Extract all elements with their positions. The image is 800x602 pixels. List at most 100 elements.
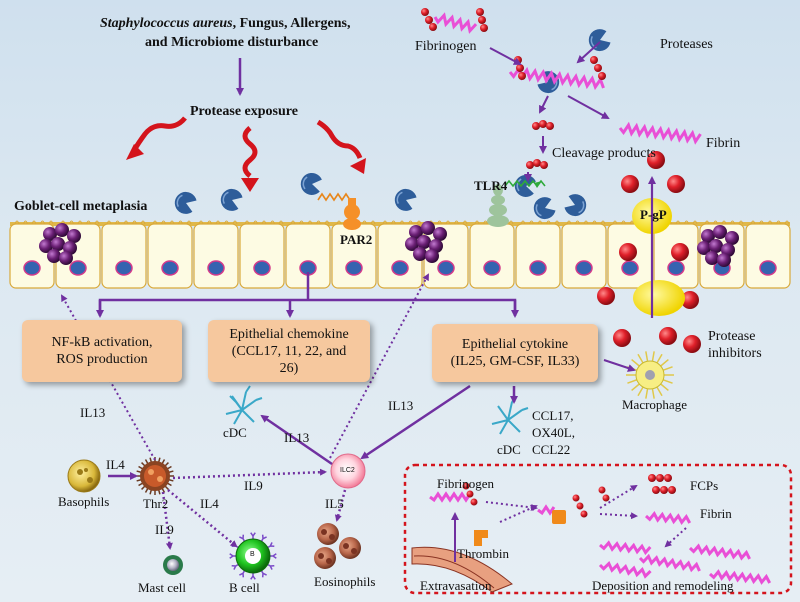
red-bead xyxy=(597,287,615,305)
cleavage-products-label: Cleavage products xyxy=(552,146,656,161)
protease-enzyme xyxy=(514,174,536,197)
red-bead xyxy=(540,161,548,169)
basophil-cell xyxy=(67,459,101,493)
goblet-granules-3 xyxy=(697,225,739,267)
epithelial-cell xyxy=(55,220,101,289)
eosinophils-label: Eosinophils xyxy=(314,574,376,589)
coagulation-panel xyxy=(403,463,793,595)
red-bead xyxy=(576,502,584,510)
protease-enzyme xyxy=(533,197,556,219)
protease-enzyme xyxy=(394,189,417,211)
red-bead xyxy=(580,510,588,518)
red-bead xyxy=(668,486,676,494)
il13-ilc2-cdc-label: IL13 xyxy=(284,430,310,445)
red-bead xyxy=(664,474,672,482)
red-bead xyxy=(476,8,484,16)
fibrin-chains xyxy=(429,12,772,585)
chemokine-line2: (CCL17, 11, 22, and xyxy=(231,343,347,359)
cdc-right-cell xyxy=(491,395,529,435)
red-bead xyxy=(539,120,547,128)
red-bead xyxy=(532,122,540,130)
nfkb-line1: NF-kB activation, xyxy=(51,335,153,350)
epithelial-cell xyxy=(147,220,193,289)
epithelial-layer xyxy=(9,220,791,289)
red-bead xyxy=(480,24,488,32)
red-bead xyxy=(681,291,699,309)
macrophage-cell xyxy=(603,351,674,399)
fibrin-chain xyxy=(429,491,472,503)
il5-label: IL5 xyxy=(325,496,344,511)
b-cell-label: B cell xyxy=(229,580,260,595)
red-bead xyxy=(533,159,541,167)
red-bead xyxy=(518,72,526,80)
red-bead xyxy=(667,175,685,193)
red-bead xyxy=(598,72,606,80)
red-bead xyxy=(602,494,610,502)
red-bead xyxy=(598,486,606,494)
cleavage-arrows xyxy=(489,41,610,182)
red-bead xyxy=(421,8,429,16)
ccl-line2: OX40L, xyxy=(532,425,575,440)
mast-cell-label: Mast cell xyxy=(138,580,187,595)
red-bead xyxy=(590,56,598,64)
protease-exposure-arrows xyxy=(126,58,366,192)
source-line-2: and Microbiome disturbance xyxy=(145,35,319,50)
ilc2-label: ILC2 xyxy=(340,467,355,474)
cdc-left-label: cDC xyxy=(223,425,247,440)
red-bead xyxy=(683,335,701,353)
basophils-label: Basophils xyxy=(58,494,110,509)
proteases-label: Proteases xyxy=(660,37,713,52)
thrombin-label: Thrombin xyxy=(457,546,509,561)
red-bead xyxy=(621,175,639,193)
il13-left-label: IL13 xyxy=(80,405,106,420)
red-bead xyxy=(671,243,689,261)
red-bead xyxy=(619,243,637,261)
cytokine-line1: Epithelial cytokine xyxy=(461,337,569,352)
red-bead xyxy=(425,16,433,24)
red-bead xyxy=(652,486,660,494)
b-cell xyxy=(229,532,277,580)
il9-mast-label: IL9 xyxy=(155,522,174,537)
goblet-metaplasia-label: Goblet-cell metaplasia xyxy=(14,199,148,214)
tlr4-label: TLR4 xyxy=(474,178,508,193)
protease-enzyme xyxy=(220,189,243,211)
fibrin-chain xyxy=(433,12,478,34)
fibrin-chain xyxy=(537,504,556,516)
il9-ilc2-label: IL9 xyxy=(244,478,263,493)
pgp-label: P-gP xyxy=(640,207,667,222)
red-bead xyxy=(526,161,534,169)
cytokine-box: Epithelial cytokine(IL25, GM-CSF, IL33) xyxy=(432,324,598,382)
epithelium-to-boxes-arrows xyxy=(96,272,519,318)
ccl-line1: CCL17, xyxy=(532,408,574,423)
nfkb-box: NF-kB activation, ROS production xyxy=(22,320,182,382)
protease-inhibitors-line1: Protease xyxy=(708,329,756,344)
macrophage-label: Macrophage xyxy=(622,397,687,412)
il4-baso-label: IL4 xyxy=(106,457,125,472)
red-bead xyxy=(613,329,631,347)
protease-enzyme xyxy=(564,194,587,216)
red-bead xyxy=(594,64,602,72)
epithelial-cell xyxy=(515,220,561,289)
fibrin-label: Fibrin xyxy=(706,136,741,151)
fibrin-chain xyxy=(618,121,702,145)
red-bead xyxy=(462,482,470,490)
red-bead xyxy=(659,327,677,345)
protease-exposure-label: Protease exposure xyxy=(190,104,298,119)
red-bead xyxy=(478,16,486,24)
epithelial-cell xyxy=(193,220,239,289)
protease-enzyme xyxy=(174,192,197,214)
eosinophils-cells xyxy=(314,523,361,569)
fibrin-chain xyxy=(508,65,605,91)
coag-fibrin-label: Fibrin xyxy=(700,506,732,521)
protease-enzyme xyxy=(537,71,560,93)
ilc2-cell xyxy=(330,453,366,489)
chemokine-line3: 26) xyxy=(279,360,299,376)
red-bead xyxy=(572,494,580,502)
nfkb-line2: ROS production xyxy=(56,352,148,367)
fcps-label: FCPs xyxy=(690,478,719,493)
il4-bcell-label: IL4 xyxy=(200,496,219,511)
immune-arrows xyxy=(61,273,518,550)
red-bead xyxy=(648,474,656,482)
